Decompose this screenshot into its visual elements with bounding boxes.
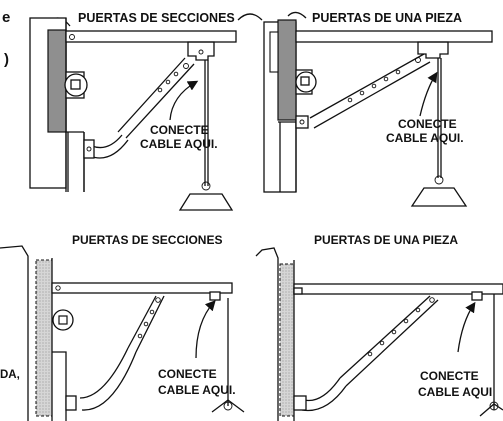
cropped-fragment: DA, bbox=[0, 369, 20, 381]
panel-sectional-doors-bottom: PUERTAS DE SECCIONES CONECTE CABLE AQUI. bbox=[0, 233, 245, 421]
callout-cable-here: CABLE AQUI bbox=[418, 385, 492, 399]
callout-connect: CONECTE bbox=[420, 369, 479, 383]
panel-title: PUERTAS DE UNA PIEZA bbox=[314, 233, 458, 247]
cropped-letter-e: e bbox=[2, 9, 10, 26]
panel-one-piece-doors-bottom: PUERTAS DE UNA PIEZA CONECTE CABLE AQUI bbox=[255, 233, 503, 421]
callout-cable-here: CABLE AQUI. bbox=[140, 137, 218, 151]
panel-title: PUERTAS DE SECCIONES bbox=[72, 233, 222, 247]
callout-connect: CONECTE bbox=[150, 123, 209, 137]
callout-cable-here: CABLE AQUI. bbox=[158, 383, 236, 397]
panel-title: PUERTAS DE SECCIONES bbox=[78, 11, 235, 25]
callout-cable-here: CABLE AQUI. bbox=[386, 131, 464, 145]
panel-one-piece-doors-top: PUERTAS DE UNA PIEZA CON bbox=[263, 11, 493, 207]
callout-connect: CONECTE bbox=[158, 367, 217, 381]
panel-title: PUERTAS DE UNA PIEZA bbox=[312, 11, 462, 25]
panel-sectional-doors-top: PUERTAS DE SECCIONES bbox=[29, 11, 263, 211]
callout-connect: CONECTE bbox=[398, 117, 457, 131]
cropped-paren: ) bbox=[4, 51, 9, 68]
